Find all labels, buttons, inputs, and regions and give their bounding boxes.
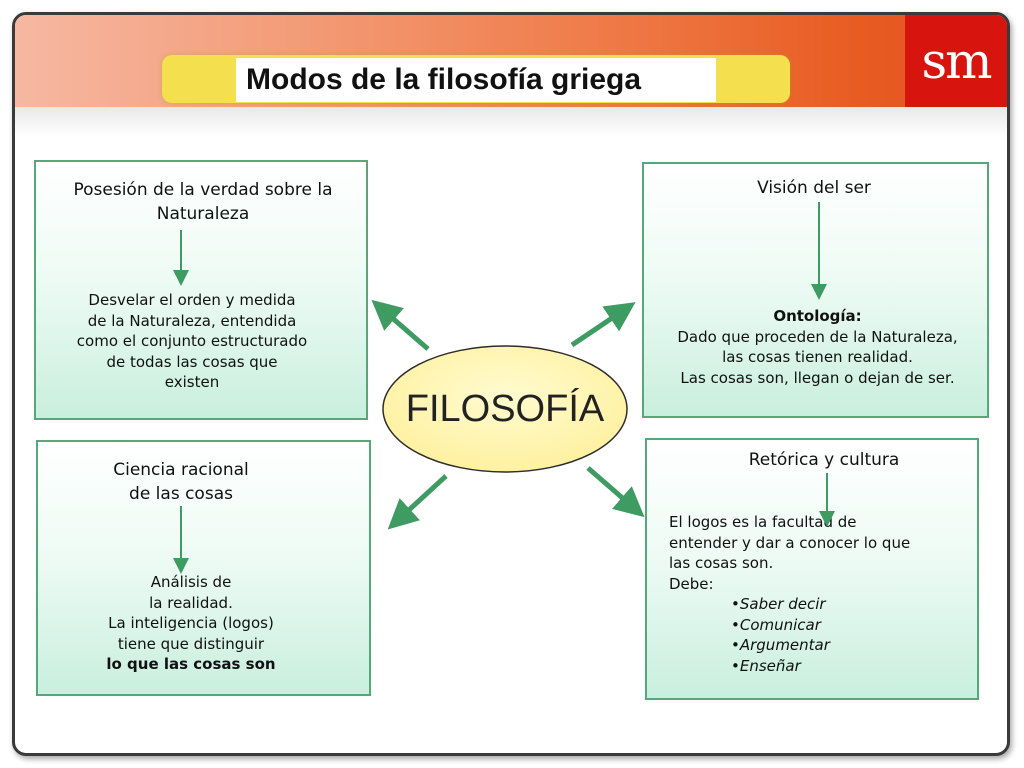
box-posesion-verdad: Posesión de la verdad sobre la Naturalez…	[34, 160, 368, 420]
arrow-to-posesion	[371, 299, 430, 351]
box-heading: Posesión de la verdad sobre la Naturalez…	[36, 178, 370, 226]
header-shadow	[15, 107, 1007, 137]
box-body: Ontología: Dado que proceden de la Natur…	[644, 306, 991, 388]
heading-line: Naturaleza	[156, 204, 250, 224]
bullet-item: Saber decir	[731, 594, 969, 615]
center-label: FILOSOFÍA	[405, 387, 605, 430]
box-heading: Ciencia racional de las cosas	[38, 458, 324, 506]
body-line: de la Naturaleza, entendida	[87, 311, 297, 330]
bullet-item: Comunicar	[731, 615, 969, 636]
body-line: las cosas son.	[669, 554, 774, 572]
body-line: La inteligencia (logos)	[108, 614, 274, 632]
heading-line: Posesión de la verdad sobre la	[73, 180, 333, 200]
box-body: Análisis de la realidad. La inteligencia…	[38, 572, 344, 675]
box-body: El logos es la facultad de entender y da…	[669, 512, 969, 676]
arrow-to-retorica	[586, 466, 645, 518]
body-line: Desvelar el orden y medida	[88, 291, 296, 309]
body-line: El logos es la facultad de	[669, 513, 857, 531]
heading-line: Ciencia racional	[113, 460, 249, 480]
body-line: como el conjunto estructurado	[76, 332, 308, 350]
body-line: Debe:	[669, 574, 714, 593]
box-body: Desvelar el orden y medida de la Natural…	[36, 290, 348, 393]
center-ellipse	[382, 345, 628, 473]
bullet-list: Saber decir Comunicar Argumentar Enseñar	[669, 594, 969, 676]
body-line: tiene que distinguir	[117, 634, 265, 653]
bullet-item: Enseñar	[731, 656, 969, 677]
body-line: Análisis de	[150, 573, 232, 591]
box-heading: Retórica y cultura	[748, 450, 900, 470]
box-heading: Visión del ser	[757, 178, 871, 198]
body-title: Ontología:	[773, 307, 862, 325]
arrow-to-ciencia	[387, 474, 448, 530]
body-line-bold: lo que las cosas son	[106, 655, 276, 673]
box-ciencia-racional: Ciencia racional de las cosas Análisis d…	[36, 440, 371, 696]
body-line: las cosas tienen realidad.	[722, 348, 913, 366]
bullet-item: Argumentar	[731, 635, 969, 656]
heading-line: de las cosas	[129, 484, 233, 504]
body-line: de todas las cosas que	[106, 352, 278, 371]
box-retorica-cultura: Retórica y cultura El logos es la facult…	[645, 438, 979, 700]
sm-logo: sm	[905, 15, 1007, 107]
body-line: la realidad.	[149, 593, 233, 612]
arrow-to-vision	[570, 302, 636, 348]
body-line: entender y dar a conocer lo que	[669, 533, 911, 552]
page-title: Modos de la filosofía griega	[236, 58, 716, 102]
body-line: Dado que proceden de la Naturaleza,	[677, 327, 958, 346]
body-line: existen	[164, 373, 220, 391]
body-line: Las cosas son, llegan o dejan de ser.	[680, 368, 955, 387]
